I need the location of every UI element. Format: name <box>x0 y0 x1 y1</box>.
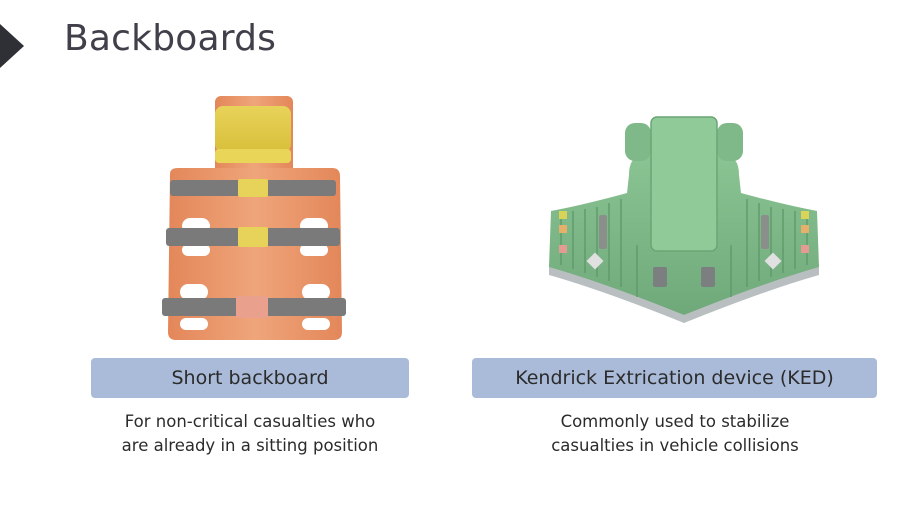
description-line: Commonly used to stabilize <box>560 412 790 431</box>
short-backboard-illustration <box>162 96 346 340</box>
ked-description: Commonly used to stabilize casualties in… <box>500 410 850 458</box>
short-backboard-label: Short backboard <box>91 358 409 398</box>
slide-title: Backboards <box>64 18 277 59</box>
ked-illustration <box>549 116 819 323</box>
description-line: are already in a sitting position <box>121 436 379 455</box>
description-line: casualties in vehicle collisions <box>551 436 799 455</box>
ked-label: Kendrick Extrication device (KED) <box>472 358 877 398</box>
description-line: For non-critical casualties who <box>124 412 376 431</box>
slide-marker-icon <box>0 24 24 68</box>
short-backboard-description: For non-critical casualties who are alre… <box>80 410 420 458</box>
